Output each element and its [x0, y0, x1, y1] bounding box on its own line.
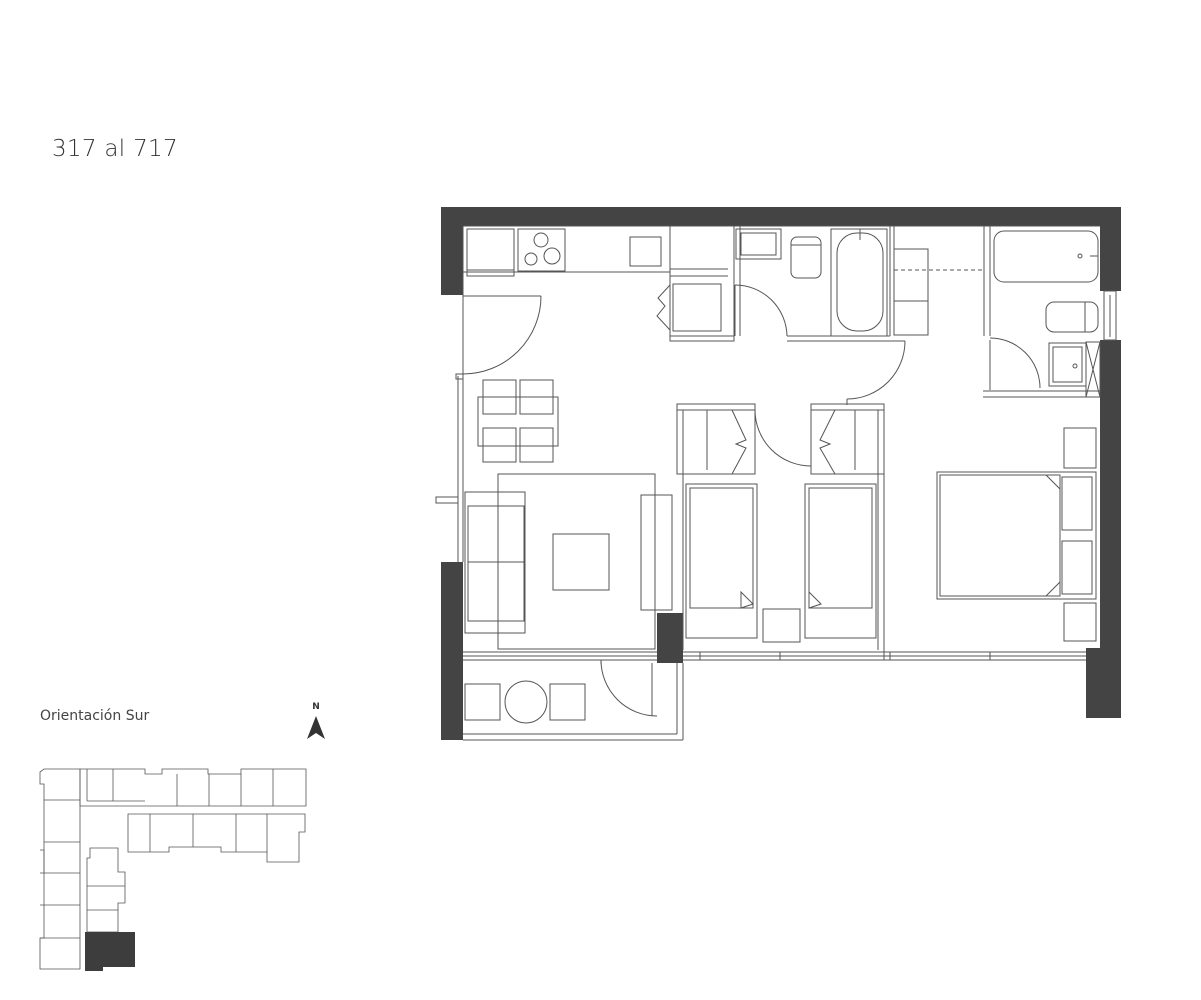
living-room — [435, 473, 673, 650]
unit-title: 317 al 717 — [52, 136, 178, 162]
nightstand-icon — [1063, 427, 1097, 469]
orientation-label: Orientación Sur — [40, 708, 150, 724]
bathtub-icon — [830, 228, 888, 337]
exterior-walls — [441, 207, 1121, 740]
sink-icon — [629, 236, 662, 267]
coffee-table-icon — [552, 533, 610, 591]
bathroom-2 — [983, 230, 1117, 398]
bed-icon — [804, 483, 877, 639]
kitchen — [463, 228, 670, 277]
tv-unit-icon — [640, 494, 673, 611]
facade-windows — [463, 651, 1086, 661]
nightstand-icon — [1063, 602, 1097, 642]
nightstand-icon — [762, 608, 801, 643]
window — [1103, 290, 1117, 341]
north-arrow-glyph — [307, 716, 325, 739]
sofa-icon — [464, 491, 526, 634]
bedroom-3 — [804, 404, 885, 660]
cooktop-icon — [517, 228, 566, 272]
bed-icon — [685, 483, 758, 639]
bedroom-closets — [676, 403, 885, 475]
interior-outline — [457, 225, 1100, 562]
master-closet — [893, 226, 991, 336]
balcony-table-icon — [504, 680, 548, 724]
balcony — [463, 659, 684, 741]
toilet-icon — [1045, 301, 1099, 333]
entry-door — [455, 295, 542, 380]
bedroom-2 — [682, 474, 801, 650]
dining-table — [477, 379, 559, 463]
north-letter: N — [312, 702, 320, 712]
laundry — [656, 225, 741, 342]
toilet-icon — [790, 236, 822, 279]
master-bedroom — [936, 427, 1097, 642]
highlighted-unit — [85, 932, 135, 967]
bed-icon — [936, 471, 1097, 600]
washbasin-icon — [735, 228, 782, 260]
north-arrow-icon: N — [303, 700, 329, 744]
